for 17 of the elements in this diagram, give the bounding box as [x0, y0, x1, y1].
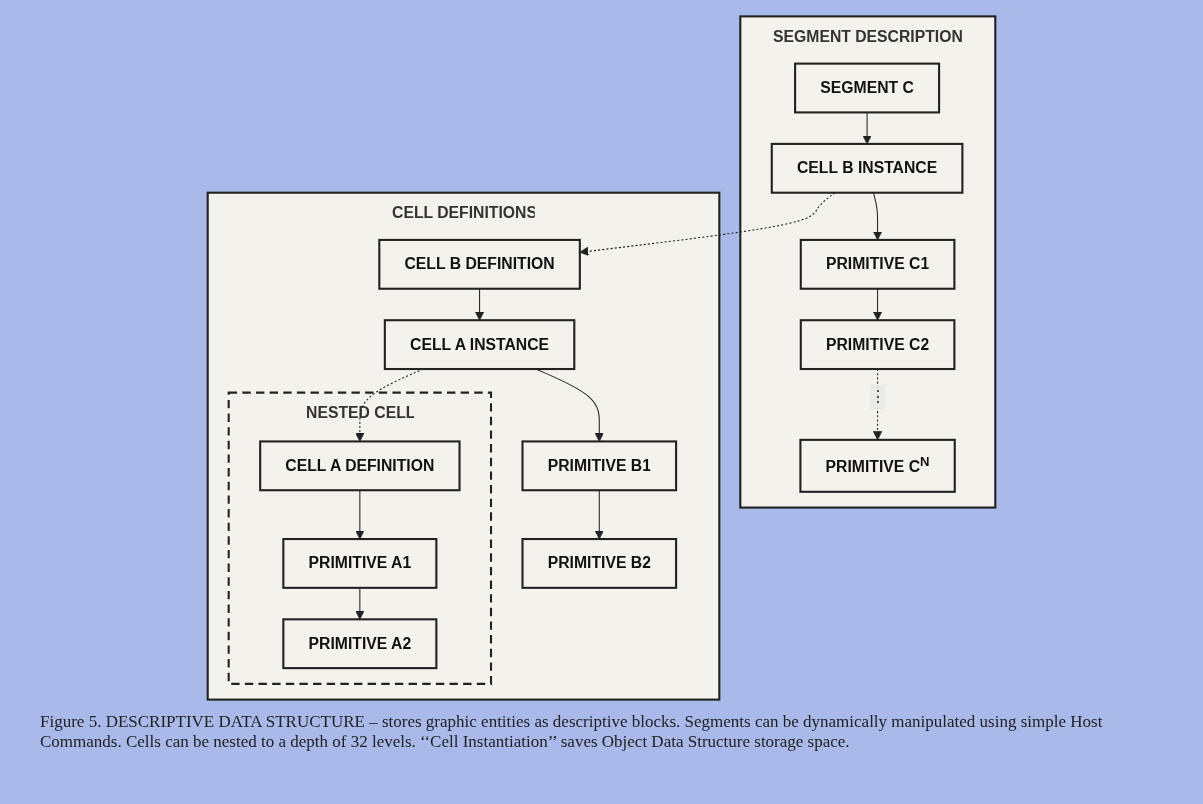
node-box: CELL B DEFINITION — [378, 238, 581, 290]
node-box: PRIMITIVE A1 — [282, 538, 438, 589]
node-box: SEGMENT C — [794, 62, 941, 114]
arrow — [872, 288, 883, 321]
node-box: PRIMITIVE A2 — [282, 618, 438, 670]
node-box: PRIMITIVE B2 — [521, 538, 678, 589]
node-box: CELL B INSTANCE — [770, 142, 964, 194]
node-box: CELL A INSTANCE — [383, 319, 576, 371]
node-box: CELL A DEFINITION — [259, 440, 461, 492]
arrow — [355, 587, 365, 620]
arrow — [474, 288, 485, 321]
node-box: PRIMITIVE C2 — [799, 319, 956, 371]
figure-caption: Figure 5. DESCRIPTIVE DATA STRUCTURE – stores graphic entities as descriptive blocks. Segments can be dynamically manipulated using simple Host Commands. Cells can be nested to a depth of 32 levels. ‘‘Cell Instantiation’’ saves Object Data Structure storage space. — [40, 712, 1104, 752]
edge-label: ⋮ — [869, 386, 886, 405]
node-box: PRIMITIVE C1 — [799, 238, 956, 290]
node-box: PRIMITIVE B1 — [521, 440, 678, 492]
node-box: PRIMITIVE C$^{N}$ — [799, 438, 956, 493]
